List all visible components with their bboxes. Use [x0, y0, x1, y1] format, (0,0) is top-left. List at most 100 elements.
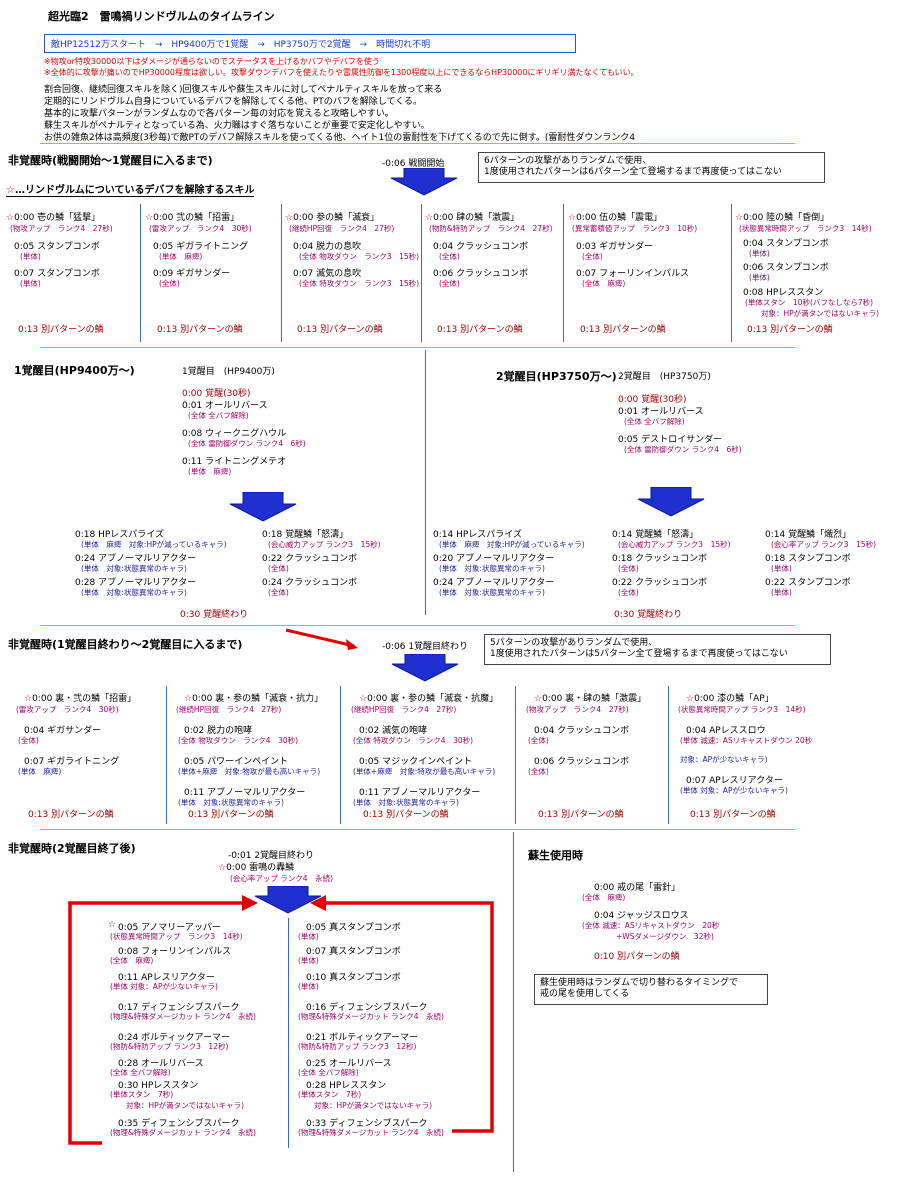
skill-name: 0:04 ジャッジスロウス: [594, 911, 689, 921]
skill-detail: (単体): [771, 588, 792, 597]
skill-detail: (会心率アップ ランク3 15秒): [771, 540, 877, 549]
skill-name: 0:05 スタンプコンボ: [14, 242, 100, 252]
skill-name: 0:28 オールリバース: [118, 1059, 204, 1069]
note-red-1: ※物攻or特攻30000以下はダメージが通らないのでステータスを上げるかバフやデ…: [44, 57, 380, 66]
star-icon: ☆: [686, 694, 695, 704]
pattern-end: 0:13 別パターンの鱗: [297, 325, 383, 335]
skill-name: 0:04 クラッシュコンボ: [433, 242, 529, 252]
pattern-head: ☆0:00 裏・参の鱗「滅衰・抗力」: [184, 691, 323, 704]
note-5: お供の雑魚2体は高頻度(3秒毎)で敵PTのデバフ解除スキルを使ってくる他、ヘイト…: [44, 133, 636, 143]
pattern-buff: (物攻アップ ランク4 27秒): [10, 224, 113, 233]
pattern-end: 0:13 別パターンの鱗: [690, 810, 776, 820]
skill-name: 0:04 クラッシュコンボ: [534, 726, 630, 736]
skill-name: 0:18 スタンプコンボ: [765, 554, 851, 564]
skill-name: 0:11 アブノーマルリアクター: [184, 788, 306, 798]
skill-detail: (物理&特殊ダメージカット ランク4 永続): [298, 1128, 444, 1137]
column-divider: [668, 686, 669, 824]
skill-detail: (全体 全バフ解除): [624, 417, 685, 426]
skill-name: 0:00 覚醒(30秒): [618, 395, 687, 405]
down-arrow-icon: [254, 886, 322, 914]
divider: [40, 625, 795, 626]
skill-detail: (単体): [20, 279, 41, 288]
awakening-2-end: 0:30 覚醒終わり: [614, 610, 683, 620]
skill-detail: (全体 全バフ解除): [298, 1068, 359, 1077]
skill-detail: (全体 特攻ダウン ランク3 15秒): [299, 279, 420, 288]
skill-name: 0:06 クラッシュコンボ: [534, 757, 630, 767]
star-icon: ☆: [425, 213, 434, 223]
skill-detail: (単体 対象：APが少ないキャラ): [680, 786, 788, 795]
pattern-info-box-1: 6パターンの攻撃がありランダムで使用、 1度使用されたパターンは6パターン全て登…: [478, 152, 825, 183]
revive-info-box: 蘇生使用時はランダムで切り替わるタイミングで 戒の尾を使用してくる: [534, 974, 768, 1005]
section-title-3: 非覚醒時(1覚醒目終わり～2覚醒目に入るまで): [8, 638, 243, 651]
pattern-head: ☆0:00 参の鱗「滅衰」: [285, 210, 379, 223]
skill-name: 0:14 HPレスパライズ: [433, 530, 522, 540]
skill-detail: (状態異常時間アップ ランク3 14秒): [110, 932, 243, 941]
skill-name: 0:07 APレスリアクター: [686, 776, 783, 786]
skill-detail: (単体 対象：APが少ないキャラ): [110, 982, 218, 991]
column-divider: [563, 204, 564, 342]
star-icon: ☆: [24, 694, 33, 704]
skill-name: 0:06 スタンプコンボ: [743, 263, 829, 273]
skill-detail: (単体): [298, 956, 319, 965]
skill-name: 0:02 脱力の咆哮: [184, 726, 253, 736]
skill-name: 0:06 クラッシュコンボ: [433, 269, 529, 279]
pattern-buff: (状態異常時間アップ ランク3 14秒): [739, 224, 872, 233]
skill-detail: (単体スタン 7秒): [298, 1090, 362, 1099]
skill-detail: (全体): [268, 564, 289, 573]
skill-name: 0:08 HPレススタン: [743, 288, 824, 298]
skill-detail: (全体): [582, 252, 603, 261]
skill-name: 0:11 ライトニングメテオ: [182, 457, 287, 467]
skill-detail: (全体 物攻ダウン ランク4 30秒): [178, 736, 299, 745]
legend-text: …リンドヴルムについているデバフを解除するスキル: [14, 185, 255, 196]
skill-detail: 対象：APが少ないキャラ): [680, 755, 768, 764]
column-divider: [515, 686, 516, 824]
star-icon: ☆: [6, 185, 15, 196]
skill-name: 0:11 APレスリアクター: [118, 973, 215, 983]
skill-name: 0:05 アノマリーアッパー: [118, 923, 221, 933]
skill-detail: (全体 特攻ダウン ランク4 30秒): [353, 736, 474, 745]
section-title-5: 蘇生使用時: [528, 849, 583, 862]
column-divider: [731, 204, 732, 342]
skill-detail: (単体 対象:状態異常のキャラ): [81, 564, 187, 573]
skill-detail: (物攻アップ ランク4 27秒): [526, 705, 629, 714]
skill-detail: (全体): [528, 767, 549, 776]
note-2: 定期的にリンドヴルム自身についているデバフを解除してくる他、PTのバフを解除して…: [44, 97, 423, 107]
skill-name: 0:04 脱力の息吹: [293, 242, 362, 252]
skill-detail: (全体): [268, 588, 289, 597]
note-1: 割合回復、継続回復スキルを除く)回復スキルや蘇生スキルに対してペナルティスキルを…: [44, 85, 443, 95]
skill-name: 0:25 オールリバース: [306, 1059, 392, 1069]
note-4: 蘇生スキルがペナルティとなっている為、火力職はすぐ落ちないことが重要で安定化しや…: [44, 121, 430, 131]
skill-name: 0:05 パワーインペイント: [184, 757, 289, 767]
pattern-info-1: 5パターンの攻撃がありランダムで使用、: [490, 638, 658, 648]
skill-detail: (全体 雷防御ダウン ランク4 6秒): [624, 445, 742, 454]
skill-name: 0:22 クラッシュコンボ: [262, 554, 358, 564]
skill-name: 0:01 オールリバース: [618, 407, 704, 417]
pattern-end: 0:13 別パターンの鱗: [580, 325, 666, 335]
divider: [40, 143, 795, 144]
pattern-end: 0:13 別パターンの鱗: [157, 325, 243, 335]
column-divider: [166, 686, 167, 824]
skill-detail: (状態異常時間アップ ランク3 14秒): [678, 705, 806, 714]
skill-name: 0:18 クラッシュコンボ: [612, 554, 708, 564]
pattern-name: 0:00 裏・参の鱗「滅衰・抗魔」: [367, 694, 499, 704]
pattern-head: ☆0:00 肆の鱗「激震」: [425, 210, 519, 223]
pattern-end: 0:13 別パターンの鱗: [28, 810, 114, 820]
pattern-end: 0:13 別パターンの鱗: [538, 810, 624, 820]
revive-info-1: 蘇生使用時はランダムで切り替わるタイミングで: [540, 978, 739, 988]
skill-detail: (単体): [20, 252, 41, 261]
skill-detail: (継続HP回復 ランク4 27秒): [176, 705, 282, 714]
skill-detail: (単体スタン 7秒): [110, 1090, 174, 1099]
column-divider: [281, 204, 282, 342]
skill-name: 0:22 スタンプコンボ: [765, 578, 851, 588]
note-red-2: ※全体的に攻撃が痛いのでHP30000程度は欲しい。攻撃ダウンデバフを使えたりや…: [44, 68, 639, 77]
pattern-name: 0:00 伍の鱗「震電」: [576, 213, 663, 223]
final-first-skill: ☆0:00 雷鳴の轟鱗: [218, 860, 294, 873]
pattern-name: 0:00 参の鱗「滅衰」: [293, 213, 380, 223]
skill-name: 0:24 アブノーマルリアクター: [433, 578, 555, 588]
skill-name: 0:28 アブノーマルリアクター: [75, 578, 197, 588]
pattern-buff: (物防&特防アップ ランク4 27秒): [429, 224, 553, 233]
down-arrow-icon: [229, 492, 297, 522]
skill-name: 0:08 ウィークニグハウル: [182, 429, 287, 439]
skill-name: 0:21 ボルティックアーマー: [306, 1033, 418, 1043]
star-icon: ☆: [218, 863, 227, 873]
